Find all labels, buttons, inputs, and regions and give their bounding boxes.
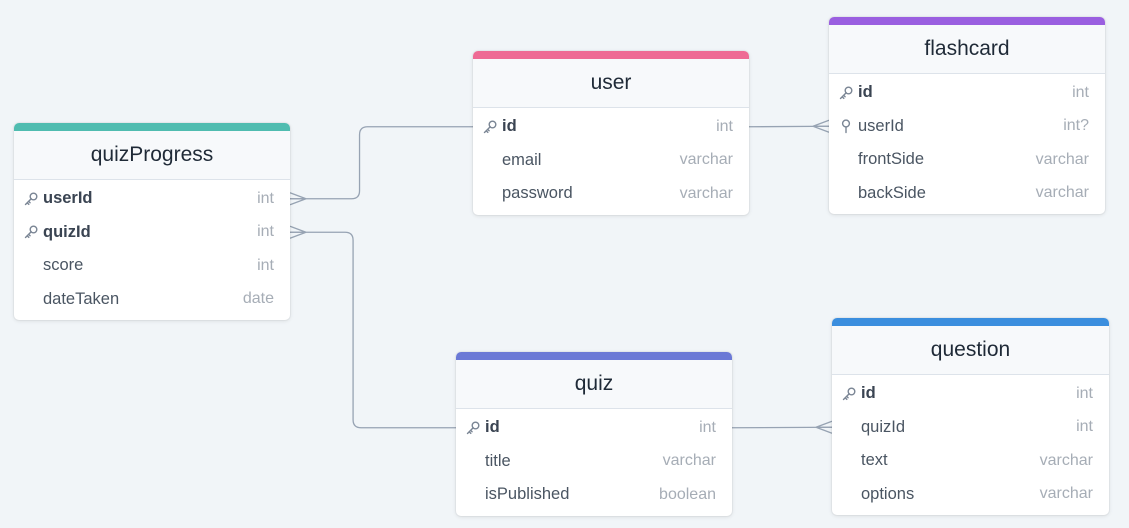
field-type: int [716,117,733,135]
table-title[interactable]: quizProgress [14,131,290,180]
field-name: quizId [861,417,906,436]
table-title[interactable]: flashcard [829,25,1105,74]
field-type: varchar [1035,184,1089,202]
field-type: int? [1063,117,1089,135]
field-list: id int quizId int text varchar options varchar [832,375,1109,515]
relationship-line [290,126,473,200]
field-name: password [502,184,573,203]
field-type: varchar [679,184,733,202]
key-icon [841,386,857,402]
key-icon [482,119,498,135]
field-row[interactable]: password varchar [473,177,749,211]
field-row[interactable]: quizId int [14,216,290,250]
field-type: int [257,189,274,207]
field-name: score [43,256,84,275]
crow-foot-marker [289,192,307,206]
field-type: int [699,418,716,436]
field-row[interactable]: userId int [14,182,290,216]
field-type: date [242,290,274,308]
table-accent-bar [456,352,732,360]
table-quizProgress[interactable]: quizProgress userId int quizId int score int da… [14,123,290,320]
field-row[interactable]: id int [832,377,1109,411]
table-flashcard[interactable]: flashcard id int userId int? frontSide varchar… [829,17,1105,214]
field-row[interactable]: isPublished boolean [456,478,732,512]
key-icon [23,224,39,240]
field-list: id int userId int? frontSide varchar backSide v… [829,74,1105,214]
field-name: backSide [858,183,926,202]
field-row[interactable]: text varchar [832,444,1109,478]
crow-foot-marker [815,420,833,434]
key-icon [465,420,481,436]
field-list: id int title varchar isPublished boolean [456,409,732,516]
table-accent-bar [473,51,749,59]
table-accent-bar [829,17,1105,25]
field-name: userId [43,189,93,208]
table-title[interactable]: user [473,59,749,108]
field-type: varchar [679,151,733,169]
field-name: email [502,150,542,169]
field-type: int [1072,83,1089,101]
field-row[interactable]: score int [14,249,290,283]
table-user[interactable]: user id int email varchar password varchar [473,51,749,215]
table-accent-bar [14,123,290,131]
table-title[interactable]: quiz [456,360,732,409]
field-row[interactable]: title varchar [456,445,732,479]
field-type: int [257,223,274,241]
field-row[interactable]: frontSide varchar [829,143,1105,177]
field-type: varchar [662,452,716,470]
field-type: int [1076,384,1093,402]
field-type: int [257,256,274,274]
relationship-line [731,426,833,429]
field-row[interactable]: options varchar [832,478,1109,512]
table-quiz[interactable]: quiz id int title varchar isPublished boolean [456,352,732,516]
relationship-line [290,231,456,429]
field-name: frontSide [858,150,925,169]
table-accent-bar [832,318,1109,326]
field-name: id [502,117,517,136]
field-row[interactable]: userId int? [829,110,1105,144]
field-row[interactable]: dateTaken date [14,283,290,317]
field-name: id [858,83,873,102]
table-title[interactable]: question [832,326,1109,375]
field-name: id [861,384,876,403]
field-row[interactable]: backSide varchar [829,177,1105,211]
field-name: userId [858,116,904,135]
field-row[interactable]: id int [473,110,749,144]
crow-foot-marker [812,119,830,133]
field-type: boolean [659,485,716,503]
field-type: varchar [1039,485,1093,503]
relationship-line [748,125,830,128]
field-name: title [485,451,511,470]
key-icon [838,85,854,101]
field-type: varchar [1039,451,1093,469]
crow-foot-marker [289,225,307,239]
field-type: int [1076,418,1093,436]
field-list: userId int quizId int score int dateTaken date [14,180,290,320]
key-icon [23,191,39,207]
field-row[interactable]: email varchar [473,144,749,178]
field-name: isPublished [485,485,570,504]
field-row[interactable]: id int [829,76,1105,110]
field-name: options [861,484,915,503]
field-type: varchar [1035,150,1089,168]
field-row[interactable]: quizId int [832,411,1109,445]
field-row[interactable]: id int [456,411,732,445]
field-list: id int email varchar password varchar [473,108,749,215]
field-name: dateTaken [43,289,120,308]
field-name: quizId [43,222,91,241]
field-name: text [861,451,888,470]
pin-icon [838,118,854,134]
field-name: id [485,418,500,437]
